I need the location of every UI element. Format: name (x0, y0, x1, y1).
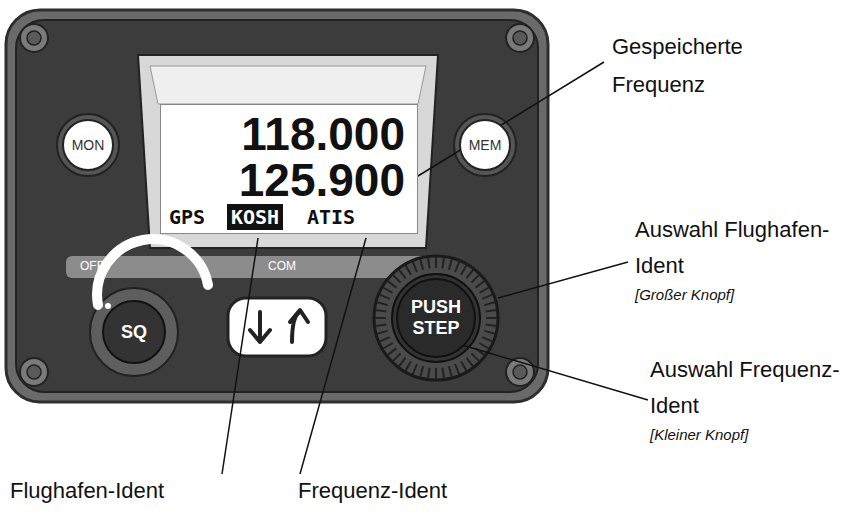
knurl-stroke (413, 262, 417, 272)
button-label: MON (72, 137, 105, 153)
screws (20, 24, 534, 386)
arrow-down-symbol (250, 312, 270, 342)
knurl-stroke (482, 295, 492, 299)
outer-knob (374, 256, 498, 380)
housing-face (16, 20, 538, 392)
volume-arc (97, 239, 208, 305)
frequency-ident: ATIS (307, 205, 355, 229)
knurl-stroke (377, 331, 388, 334)
mode-label: OFF (80, 259, 140, 273)
knurl-stroke (388, 281, 397, 288)
knurl-stroke (466, 358, 473, 367)
flip-flop-button (228, 298, 326, 356)
knurl-stroke (461, 361, 467, 371)
knurl-stroke (428, 368, 430, 379)
stored-frequency: 125.900 (239, 153, 405, 207)
knurl-stroke (484, 331, 495, 334)
housing (6, 10, 548, 402)
arrow-up-symbol (290, 310, 308, 342)
button-label: MEM (469, 137, 502, 153)
knurl-stroke (380, 295, 390, 299)
knurl-stroke (428, 258, 430, 269)
inner-knob-rim (392, 274, 480, 362)
push-step-knob: PUSH STEP (396, 278, 476, 358)
knurl-stroke (476, 281, 485, 288)
knob-surround (90, 288, 178, 376)
knurl-stroke (375, 317, 386, 319)
knurling (375, 257, 497, 379)
airport-ident-box: KOSH (227, 204, 283, 230)
active-frequency: 118.000 (241, 107, 405, 161)
knurl-stroke (435, 368, 437, 379)
leader-lines (222, 62, 648, 474)
mon-button: MON (62, 119, 114, 171)
button-surround (57, 114, 119, 176)
display-bevel (150, 66, 426, 104)
knurl-stroke (393, 275, 401, 283)
knurl-stroke (443, 258, 445, 269)
knurl-stroke (443, 368, 445, 379)
knurl-stroke (420, 366, 423, 377)
knurl-stroke (449, 259, 452, 270)
knurl-stroke (406, 265, 412, 275)
knurl-stroke (486, 325, 497, 327)
button-surround (454, 114, 516, 176)
knurl-stroke (383, 288, 393, 294)
knurl-stroke (399, 358, 406, 367)
mode-label: COM (268, 259, 328, 273)
callout-label: Frequenz-Ident (298, 478, 518, 504)
knurl-stroke (383, 343, 393, 349)
knurl-stroke (393, 353, 401, 361)
mode-text: GPS (169, 205, 205, 229)
knurl-stroke (377, 302, 388, 305)
airport-ident: KOSH (231, 205, 279, 229)
knob-dot (105, 303, 111, 309)
knob-label: SQ (121, 322, 147, 343)
knurl-stroke (486, 317, 497, 319)
knurl-stroke (455, 262, 459, 272)
knurl-stroke (376, 325, 387, 327)
lcd-display: 118.000125.900GPS ATIS KOSH (160, 104, 418, 234)
knurl-stroke (399, 270, 406, 279)
callout-label: Gespeicherte Frequenz (612, 28, 787, 104)
knurl-stroke (471, 353, 479, 361)
knurl-stroke (435, 257, 437, 268)
callout-label: Flughafen-Ident (10, 478, 230, 504)
knurl-stroke (420, 259, 423, 270)
knurl-stroke (484, 302, 495, 305)
callout-note: [Großer Knopf] (635, 286, 830, 303)
knurl-stroke (376, 310, 387, 312)
knurl-stroke (461, 265, 467, 275)
display-bezel (138, 55, 438, 248)
knurl-stroke (466, 270, 473, 279)
callout-label: Auswahl Flughafen-Ident (635, 212, 830, 284)
knurl-stroke (479, 343, 489, 349)
callout-note: [Kleiner Knopf] (650, 426, 845, 443)
knurl-stroke (413, 364, 417, 374)
knurl-stroke (388, 348, 397, 355)
mem-button: MEM (459, 119, 511, 171)
knurl-stroke (449, 366, 452, 377)
knurl-stroke (455, 364, 459, 374)
squelch-knob: SQ (102, 300, 166, 364)
knurl-stroke (406, 361, 412, 371)
knurl-stroke (486, 310, 497, 312)
knurl-stroke (479, 288, 489, 294)
knob-label: PUSH STEP (408, 297, 464, 339)
knurl-stroke (471, 275, 479, 283)
mode-band (66, 256, 434, 278)
knurl-stroke (482, 337, 492, 341)
knurl-stroke (380, 337, 390, 341)
callout-label: Auswahl Frequenz-Ident (650, 352, 860, 424)
